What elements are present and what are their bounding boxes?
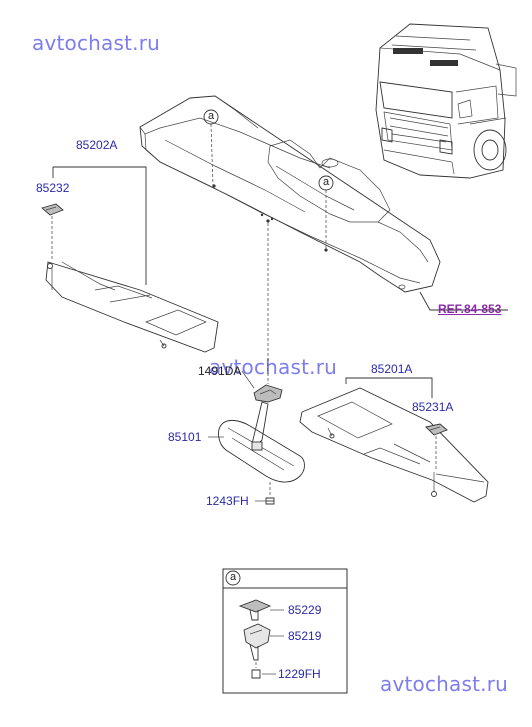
leader-1491da	[241, 370, 255, 389]
detail-screw-part	[251, 662, 276, 679]
watermark-bottom: avtochast.ru	[380, 672, 509, 696]
ref-leader	[419, 291, 508, 311]
sun-visor-left	[45, 261, 219, 353]
label-1491da: 1491DA	[198, 364, 242, 378]
detail-marker-letter: a	[230, 571, 237, 583]
mirror-bracket	[251, 384, 283, 447]
marker-a-top	[203, 109, 219, 187]
rear-view-mirror	[218, 419, 305, 483]
roof-light-right	[430, 60, 458, 66]
label-1243fh: 1243FH	[206, 494, 249, 508]
label-85232: 85232	[36, 181, 70, 195]
detail-bracket-part	[243, 623, 284, 661]
watermark-middle: avtochast.ru	[209, 355, 338, 379]
roof-light-left	[393, 48, 423, 54]
label-85219: 85219	[288, 629, 322, 643]
label-85101: 85101	[168, 430, 202, 444]
visor-clip-left	[41, 203, 64, 260]
detail-hook-part	[238, 599, 284, 621]
bracket-visor-left	[53, 166, 147, 285]
marker-a-center-letter: a	[323, 176, 330, 188]
marker-a-center	[318, 175, 334, 250]
watermark-top: avtochast.ru	[32, 31, 161, 55]
label-85229: 85229	[288, 603, 322, 617]
marker-a-top-letter: a	[208, 110, 215, 122]
label-85201a: 85201A	[371, 362, 413, 376]
mirror-screw	[265, 482, 275, 505]
sun-visor-right	[299, 387, 489, 503]
bracket-visor-right	[345, 377, 433, 398]
truck-cab-illustration	[375, 23, 517, 179]
label-ref: REF.84-853	[438, 302, 502, 316]
detail-box-frame	[222, 568, 348, 694]
label-1229fh: 1229FH	[278, 667, 321, 681]
visor-clip-right	[425, 423, 448, 470]
headliner-panel	[139, 95, 441, 293]
label-85202a: 85202A	[76, 138, 118, 152]
label-85231a: 85231A	[412, 400, 454, 414]
